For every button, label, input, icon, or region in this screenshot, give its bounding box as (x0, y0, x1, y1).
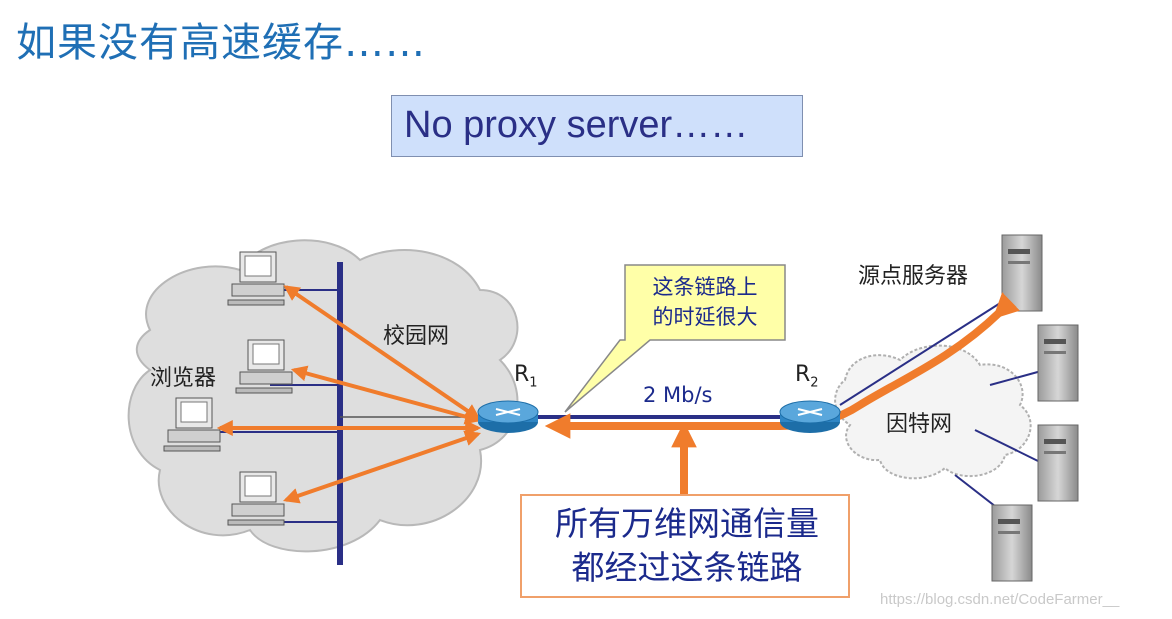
server-icon (1037, 424, 1079, 502)
router-r1-label: R1 (514, 362, 538, 391)
proxy-banner: No proxy server…… (391, 95, 803, 157)
callout-text: 这条链路上 的时延很大 (652, 275, 758, 329)
internet-label: 因特网 (886, 412, 953, 437)
page-title: 如果没有高速缓存…… (16, 20, 426, 66)
router-r2-label: R2 (795, 362, 819, 391)
server-icon (991, 504, 1033, 582)
proxy-banner-text: No proxy server…… (404, 104, 749, 146)
pc-icon (163, 397, 221, 452)
server-icon (1001, 234, 1043, 312)
origin-server-label: 源点服务器 (858, 264, 969, 289)
router-r1-icon (477, 400, 539, 433)
campus-cloud (127, 239, 519, 553)
pc-icon (235, 339, 293, 394)
watermark: https://blog.csdn.net/CodeFarmer__ (880, 591, 1120, 608)
server-icon (1037, 324, 1079, 402)
pc-icon (227, 251, 285, 306)
campus-net-label: 校园网 (383, 324, 450, 349)
router-r2-icon (779, 400, 841, 433)
pc-icon (227, 471, 285, 526)
traffic-note-box: 所有万维网通信量 都经过这条链路 (520, 494, 850, 598)
browser-label: 浏览器 (150, 366, 217, 391)
bandwidth-label: 2 Mb/s (643, 383, 713, 407)
traffic-note-text: 所有万维网通信量 都经过这条链路 (555, 504, 819, 587)
